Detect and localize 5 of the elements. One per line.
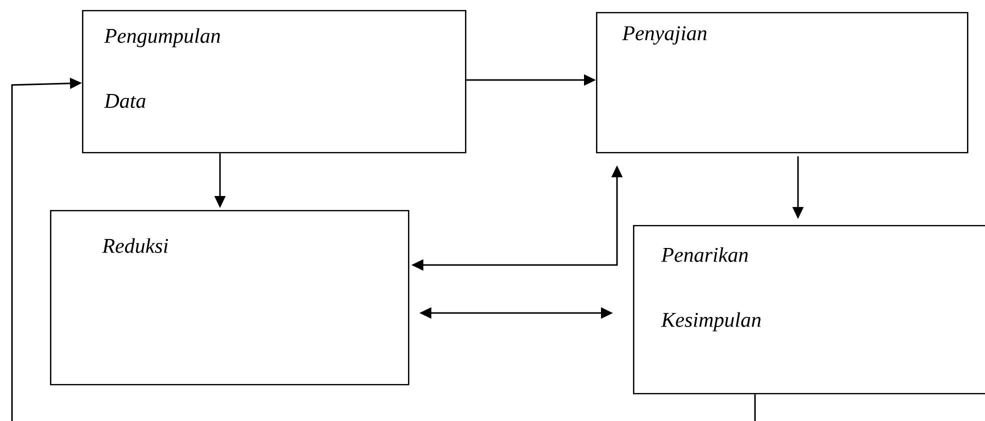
process-box: Penarikan Kesimpulan <box>633 225 985 394</box>
process-box: Penyajian <box>596 12 968 154</box>
process-box: Reduksi <box>50 210 410 386</box>
process-box: Pengumpulan Data <box>82 10 466 154</box>
arrow <box>11 78 756 421</box>
